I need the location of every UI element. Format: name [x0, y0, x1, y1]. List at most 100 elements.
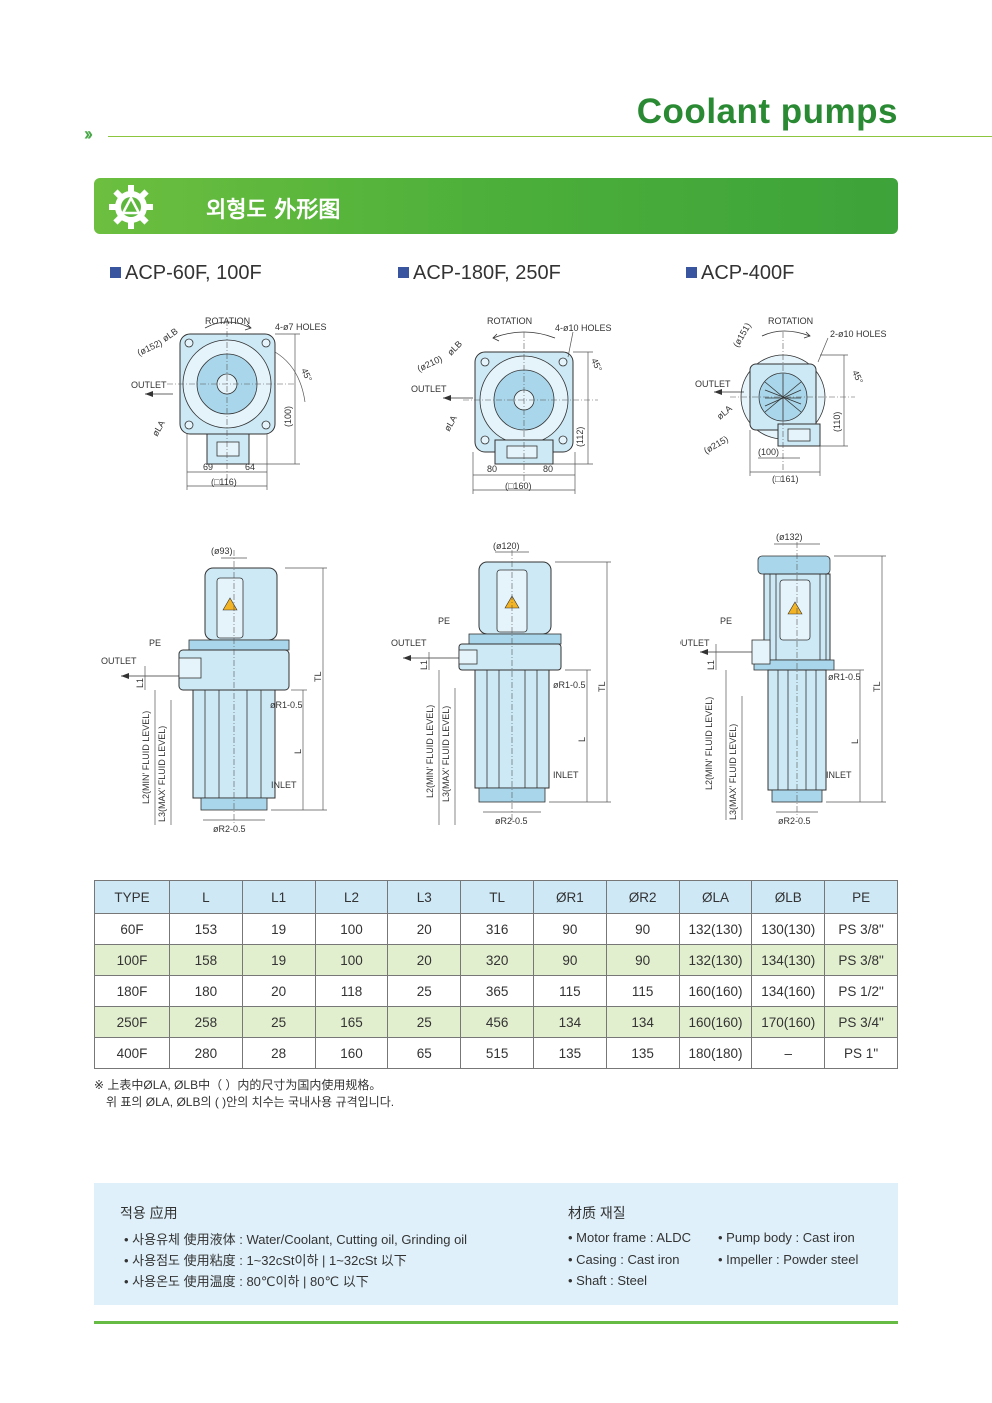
table-cell: 19 [241, 913, 316, 945]
table-header-cell: ØR1 [532, 880, 607, 914]
table-cell: PS 1/2" [824, 975, 898, 1007]
svg-text:(ø151): (ø151) [731, 321, 753, 349]
svg-text:(112): (112) [575, 427, 585, 447]
side-view-drawing-180f-250f: (ø120) PE OUTLET L1 øR1-0.5 INLET L TL L… [391, 541, 611, 826]
footer-divider [94, 1321, 898, 1324]
svg-text:4-ø10 HOLES: 4-ø10 HOLES [555, 323, 612, 333]
svg-text:L2(MIN' FLUID LEVEL): L2(MIN' FLUID LEVEL) [141, 711, 151, 804]
svg-text:øLA: øLA [442, 414, 459, 433]
material-impeller: • Impeller : Powder steel [718, 1252, 859, 1267]
table-cell: – [751, 1037, 826, 1069]
application-temperature: • 사용온도 使用温度 : 80℃이하 | 80℃ 以下 [124, 1274, 369, 1289]
svg-text:PE: PE [438, 616, 450, 626]
svg-text:64: 64 [245, 462, 255, 472]
table-cell: 90 [605, 913, 680, 945]
svg-text:ROTATION: ROTATION [205, 316, 250, 326]
table-row: 250F 258 25 165 25 456 134 134 160(160) … [94, 1006, 898, 1038]
table-cell: 180F [94, 975, 170, 1007]
table-cell: 20 [387, 913, 462, 945]
svg-text:PE: PE [720, 616, 732, 626]
table-cell: 316 [460, 913, 534, 945]
table-cell: 180 [169, 975, 243, 1007]
table-header-cell: L [169, 880, 243, 914]
table-cell: 160(160) [678, 975, 753, 1007]
table-cell: 134 [532, 1006, 607, 1038]
table-cell: 180(180) [678, 1037, 753, 1069]
svg-text:OUTLET: OUTLET [131, 380, 167, 390]
table-cell: 115 [605, 975, 680, 1007]
table-cell: 90 [532, 944, 607, 976]
svg-text:øR1-0.5: øR1-0.5 [270, 700, 303, 710]
table-cell: PS 1" [824, 1037, 898, 1069]
svg-text:øR2-0.5: øR2-0.5 [213, 824, 246, 834]
table-header-cell: ØLA [678, 880, 753, 914]
table-header-cell: ØLB [751, 880, 826, 914]
svg-text:(ø215): (ø215) [702, 434, 730, 456]
table-cell: 280 [169, 1037, 243, 1069]
table-row: 60F 153 19 100 20 316 90 90 132(130) 130… [94, 913, 898, 945]
svg-text:L3(MAX' FLUID LEVEL): L3(MAX' FLUID LEVEL) [728, 724, 738, 820]
svg-text:øLA: øLA [715, 403, 734, 421]
note-korean: 위 표의 ØLA, ØLB의 ( )안의 치수는 국내사용 규격입니다. [106, 1095, 395, 1109]
table-cell: 19 [241, 944, 316, 976]
table-notes: ※ 上表中ØLA, ØLB中（ ）内的尺寸为国内使用规格。 위 표의 ØLA, … [94, 1077, 394, 1111]
svg-text:L1: L1 [706, 660, 716, 670]
svg-text:(ø93): (ø93) [211, 546, 233, 556]
svg-text:TL: TL [313, 671, 323, 682]
table-cell: 160(160) [678, 1006, 753, 1038]
svg-text:45°: 45° [589, 357, 604, 374]
material-casing: • Casing : Cast iron [568, 1252, 680, 1267]
table-cell: 134(130) [751, 944, 826, 976]
material-title: 材质 재질 [568, 1205, 626, 1221]
table-cell: 135 [605, 1037, 680, 1069]
table-cell: 100 [314, 944, 389, 976]
table-cell: 170(160) [751, 1006, 826, 1038]
table-cell: 118 [314, 975, 389, 1007]
section-banner: 외형도 外形图 [94, 178, 898, 234]
svg-text:(□116): (□116) [211, 477, 237, 487]
svg-text:(□161): (□161) [772, 474, 798, 484]
table-cell: 250F [94, 1006, 170, 1038]
svg-text:L: L [577, 737, 587, 742]
svg-text:69: 69 [203, 462, 213, 472]
chevron-icon: ›› [84, 124, 93, 144]
material-shaft: • Shaft : Steel [568, 1273, 647, 1288]
material-pump-body: • Pump body : Cast iron [718, 1230, 855, 1245]
svg-text:OUTLET: OUTLET [411, 384, 447, 394]
header-divider [108, 136, 992, 137]
svg-text:ROTATION: ROTATION [487, 316, 532, 326]
table-header-cell: TYPE [94, 880, 170, 914]
svg-text:80: 80 [487, 464, 497, 474]
top-view-drawing-400f: ROTATION 2-ø10 HOLES (ø151) OUTLET øLA (… [695, 316, 887, 484]
svg-text:(100): (100) [283, 406, 293, 427]
svg-text:4-ø7 HOLES: 4-ø7 HOLES [275, 322, 327, 332]
svg-text:OUTLET: OUTLET [391, 638, 427, 648]
note-chinese: ※ 上表中ØLA, ØLB中（ ）内的尺寸为国内使用规格。 [94, 1078, 382, 1092]
svg-text:L: L [293, 749, 303, 754]
svg-text:ROTATION: ROTATION [768, 316, 813, 326]
svg-text:L1: L1 [419, 660, 429, 670]
svg-text:2-ø10 HOLES: 2-ø10 HOLES [830, 329, 887, 339]
table-cell: 134 [605, 1006, 680, 1038]
table-row: 400F 280 28 160 65 515 135 135 180(180) … [94, 1037, 898, 1069]
top-view-drawing-60f-100f: ROTATION 4-ø7 HOLES øLB (ø152) OUTLET øL… [131, 316, 327, 490]
table-cell: 25 [241, 1006, 316, 1038]
application-fluid: • 사용유체 使用液体 : Water/Coolant, Cutting oil… [124, 1232, 468, 1247]
svg-text:80: 80 [543, 464, 553, 474]
model-heading-400f: ACP-400F [686, 262, 794, 285]
svg-text:INLET: INLET [271, 780, 297, 790]
gear-logo-icon [109, 185, 153, 229]
svg-text:L2(MIN' FLUID LEVEL): L2(MIN' FLUID LEVEL) [425, 705, 435, 798]
svg-text:45°: 45° [850, 369, 865, 386]
table-cell: 400F [94, 1037, 170, 1069]
table-cell: 20 [387, 944, 462, 976]
svg-text:L3(MAX' FLUID LEVEL): L3(MAX' FLUID LEVEL) [441, 706, 451, 802]
table-cell: 160 [314, 1037, 389, 1069]
table-cell: 153 [169, 913, 243, 945]
table-cell: 90 [532, 913, 607, 945]
table-header-cell: L2 [314, 880, 389, 914]
table-cell: 165 [314, 1006, 389, 1038]
top-view-drawing-180f-250f: ROTATION 4-ø10 HOLES øLB (ø210) OUTLET ø… [411, 316, 612, 494]
svg-text:OUTLET: OUTLET [695, 379, 731, 389]
svg-text:(ø152): (ø152) [136, 338, 164, 358]
